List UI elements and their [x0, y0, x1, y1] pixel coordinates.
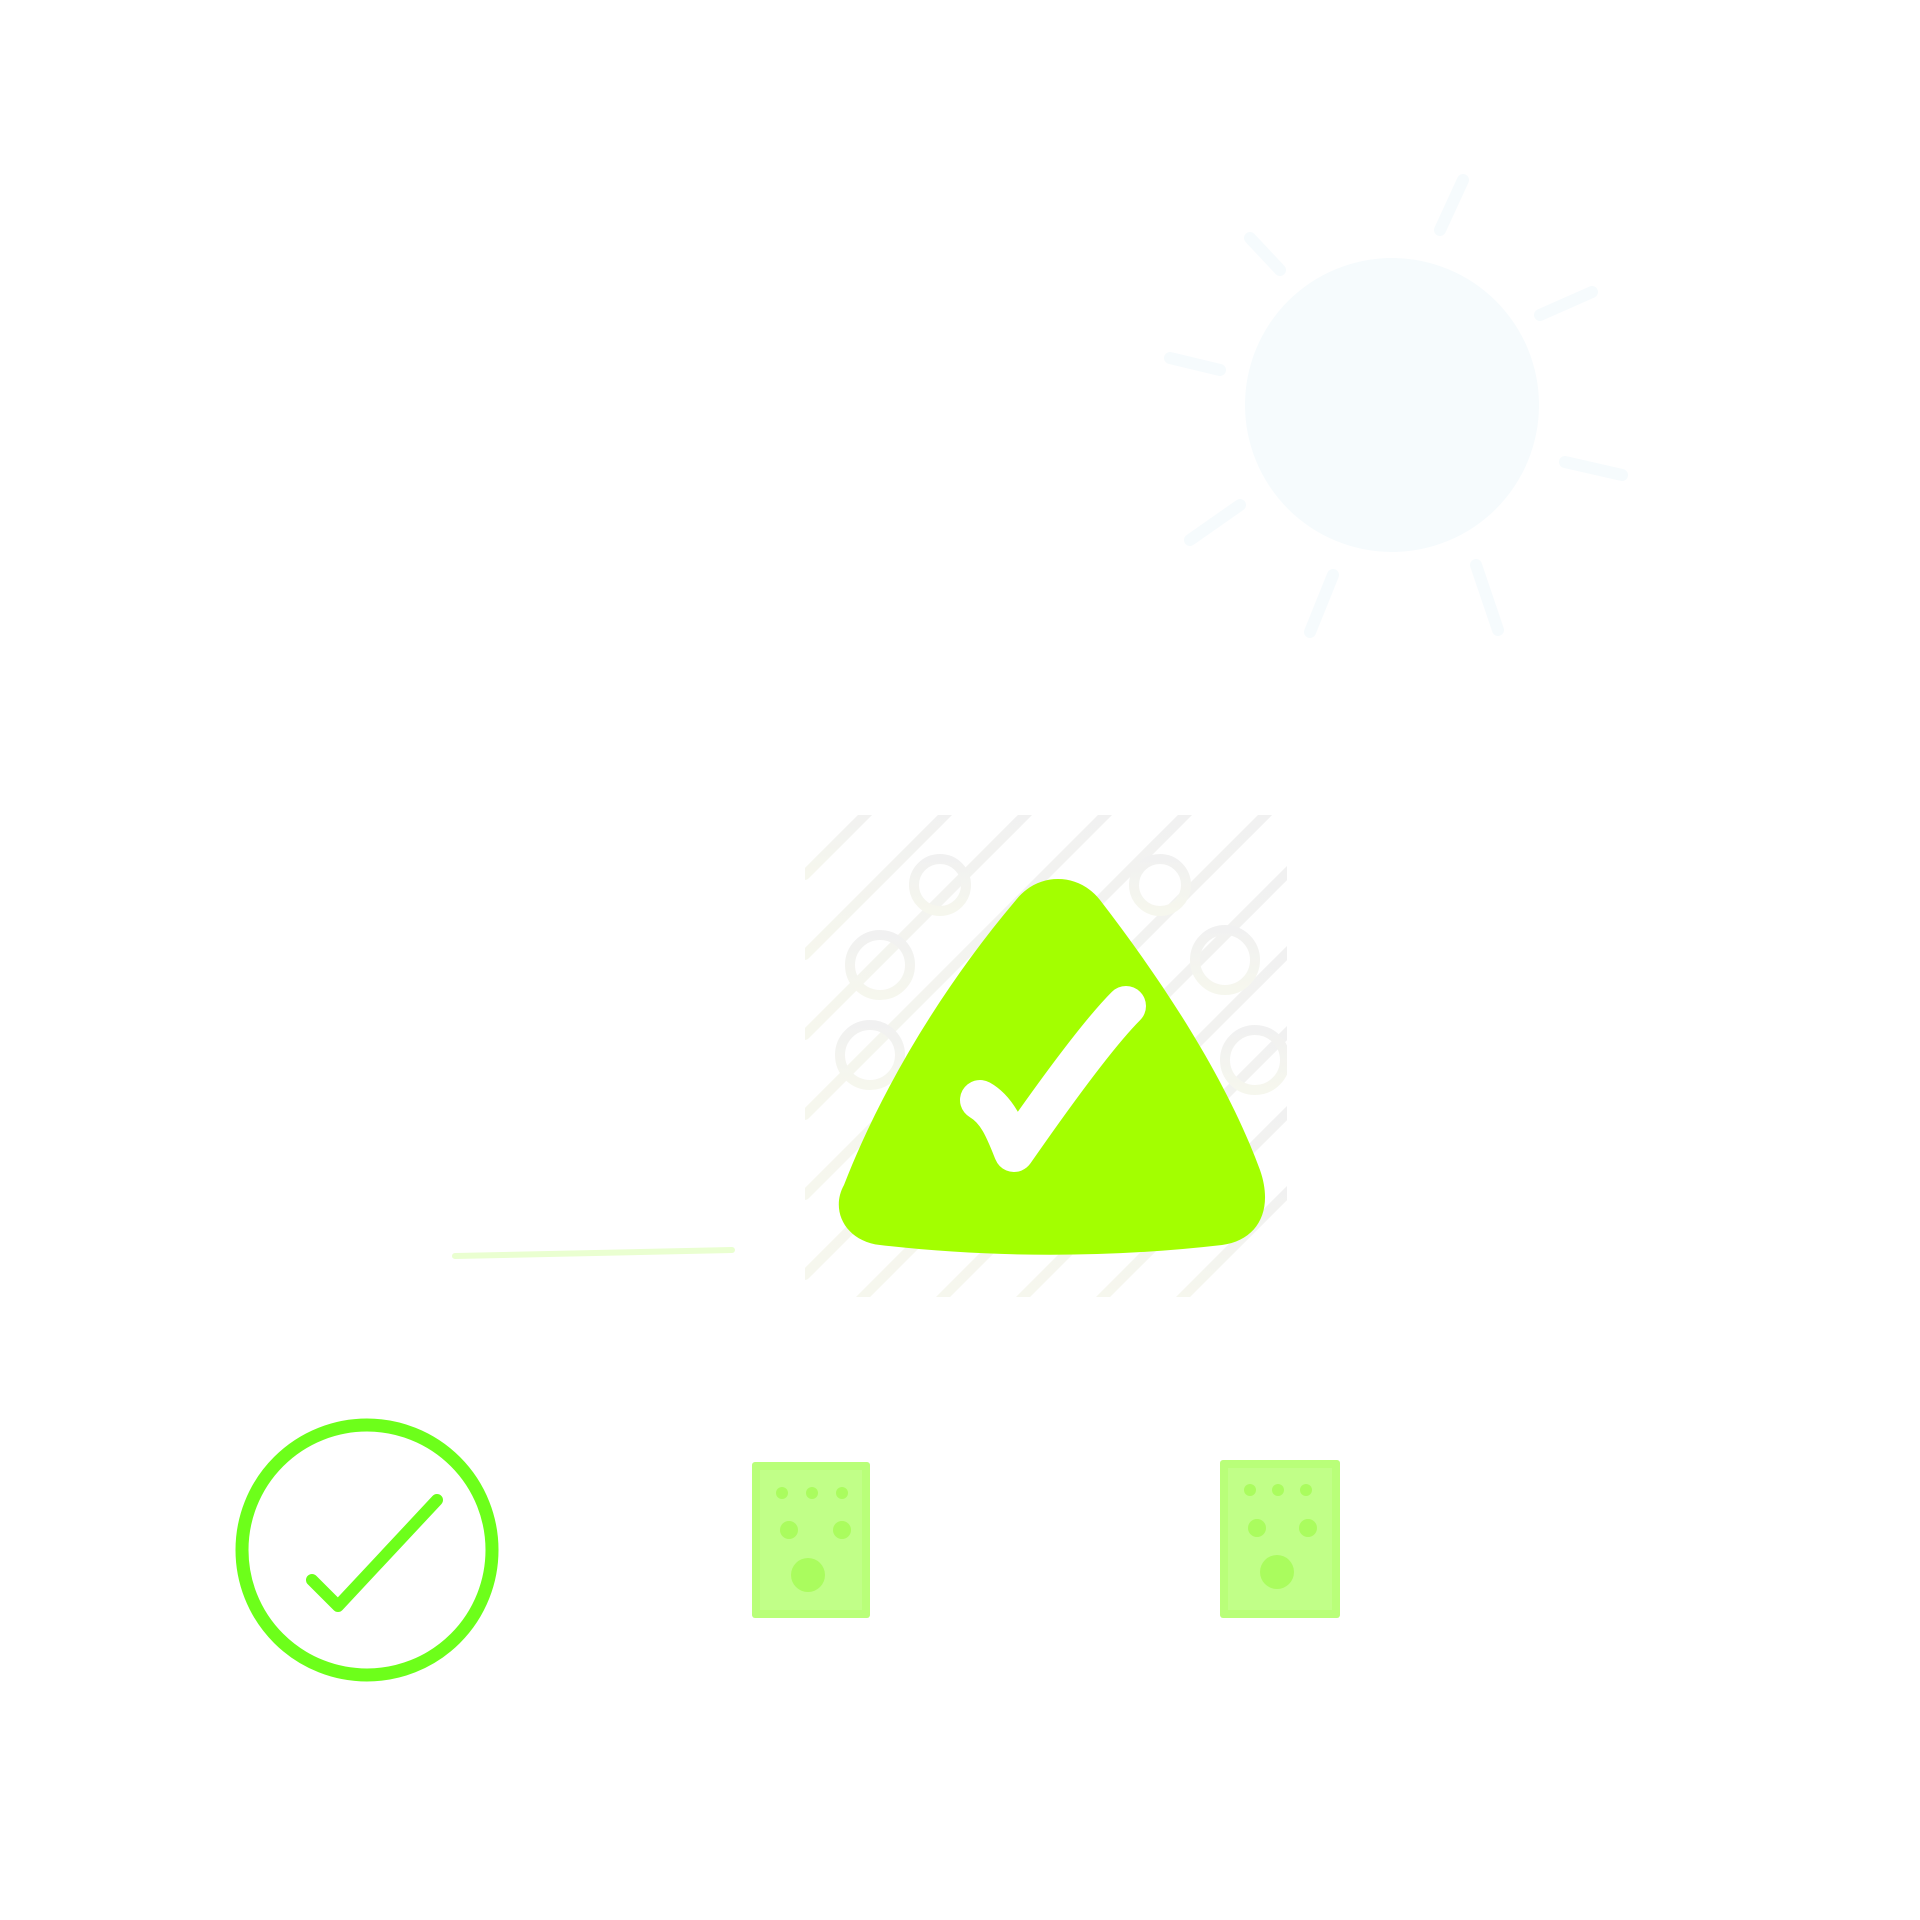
sun-icon [1164, 174, 1628, 638]
remote-control-icon [752, 1462, 870, 1618]
remote-control-icon [1220, 1460, 1340, 1618]
warning-triangle-check-icon [838, 879, 1266, 1255]
accent-line [452, 1247, 735, 1259]
circle-check-icon [235, 1418, 499, 1682]
